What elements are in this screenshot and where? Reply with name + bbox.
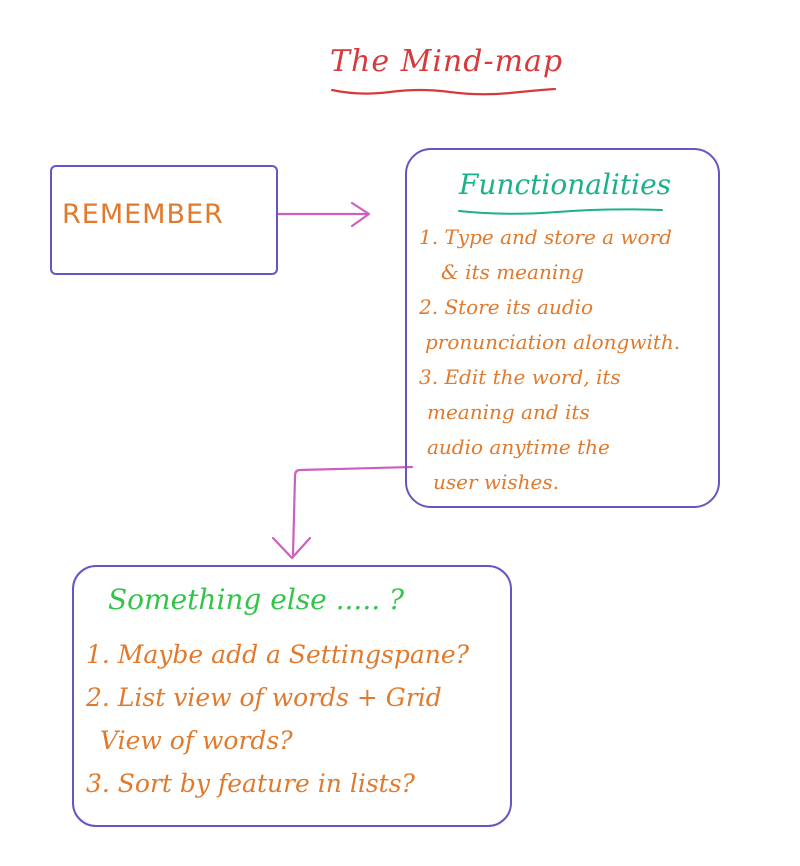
something-else-line: 2. List view of words + Grid — [86, 683, 442, 712]
functionalities-line: pronunciation alongwith. — [425, 330, 681, 354]
functionalities-line: & its meaning — [441, 260, 584, 284]
something-else-box: Something else ..... ? 1. Maybe add a Se… — [72, 565, 512, 827]
something-else-heading: Something else ..... ? — [108, 583, 405, 616]
remember-label: REMEMBER — [62, 199, 224, 230]
something-else-line: View of words? — [100, 726, 293, 755]
functionalities-list: 1. Type and store a word & its meaning 2… — [419, 220, 715, 500]
something-else-line: 1. Maybe add a Settingspane? — [86, 640, 470, 669]
page-title: The Mind-map — [330, 44, 564, 79]
remember-box: REMEMBER — [50, 165, 278, 275]
functionalities-line: 1. Type and store a word — [419, 225, 672, 249]
something-else-list: 1. Maybe add a Settingspane? 2. List vie… — [86, 633, 506, 805]
title-underline — [330, 87, 557, 96]
remember-arrow-head — [350, 201, 371, 228]
functionalities-line: meaning and its — [427, 400, 590, 424]
functionalities-line: audio anytime the — [427, 435, 610, 459]
functionalities-to-else-arrow — [291, 465, 414, 557]
functionalities-line: user wishes. — [433, 470, 560, 494]
functionalities-underline — [458, 208, 663, 215]
functionalities-heading: Functionalities — [459, 168, 672, 201]
functionalities-arrow-head — [271, 536, 312, 560]
functionalities-line: 3. Edit the word, its — [419, 365, 621, 389]
functionalities-box: Functionalities 1. Type and store a word… — [405, 148, 720, 508]
something-else-line: 3. Sort by feature in lists? — [86, 769, 415, 798]
functionalities-line: 2. Store its audio — [419, 295, 594, 319]
